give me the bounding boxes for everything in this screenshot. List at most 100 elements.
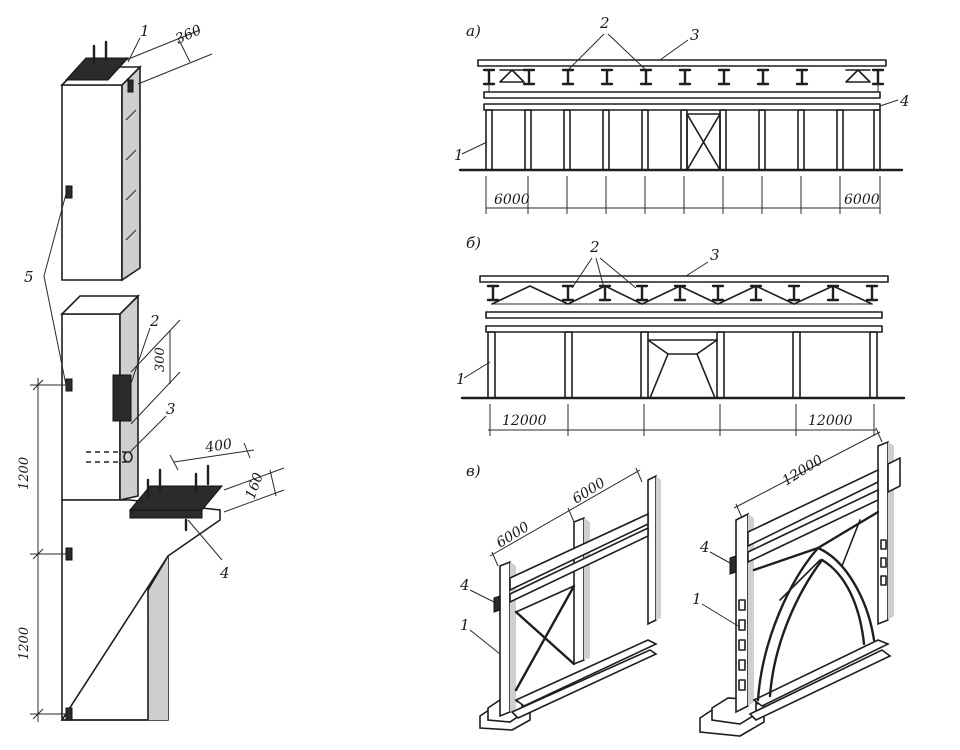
view-c-dim-b: 6000	[570, 475, 609, 507]
view-a-column	[836, 109, 844, 171]
side-embedded-plate	[112, 374, 132, 422]
truss	[491, 285, 569, 305]
ibeam	[865, 284, 879, 302]
view-a-letter: а)	[466, 22, 481, 40]
ibeam	[561, 68, 575, 86]
callout-2-left: 2	[149, 312, 160, 330]
column-opening	[738, 659, 746, 671]
view-c-callout-1a: 1	[460, 616, 470, 634]
callout-4-left: 4	[219, 564, 230, 582]
view-c-callout-1b: 1	[692, 590, 702, 608]
ibeam	[522, 68, 536, 86]
hatch	[125, 229, 137, 241]
portal-strut-2	[816, 510, 880, 550]
ibeam	[673, 284, 687, 302]
view-a-dim-right: 6000	[844, 192, 880, 208]
frame-column-middle-side	[584, 518, 590, 660]
ibeam	[711, 284, 725, 302]
ibeam	[795, 68, 809, 86]
view-c-leader-4a	[469, 589, 495, 603]
ibeam	[482, 68, 496, 86]
frame-base-rail-2	[510, 649, 658, 719]
ibeam	[717, 68, 731, 86]
portal-strut-1	[752, 546, 820, 572]
dim-tick	[32, 548, 44, 560]
portal-arch-right-inner	[820, 558, 866, 646]
view-c-dim-c: 12000	[780, 452, 826, 489]
view-a-column	[524, 109, 532, 171]
view-b-column	[640, 331, 649, 399]
dim-line-plate-top	[125, 29, 201, 61]
view-c-frame-6m: 6000 6000 4 1	[459, 467, 661, 731]
view-b-letter: б)	[466, 234, 481, 252]
view-a-column	[758, 109, 766, 171]
view-b-column	[487, 331, 496, 399]
view-a-end-truss-left	[499, 69, 525, 83]
ibeam	[639, 68, 653, 86]
view-a-column	[563, 109, 571, 171]
frame-beam-mid	[509, 526, 649, 604]
view-b-columns	[487, 331, 878, 399]
dim-bracket-width-label: 160	[243, 471, 267, 502]
view-a-column	[485, 109, 493, 171]
view-a-leader-4	[879, 99, 899, 107]
view-b-portal-left	[647, 339, 669, 399]
leader-3	[129, 415, 167, 453]
view-b-leader-2a	[571, 257, 593, 289]
column-lower-front	[61, 313, 121, 501]
view-b-column	[564, 331, 573, 399]
portal-strut-4	[841, 519, 861, 567]
view-a-leader-1	[461, 141, 488, 155]
column-opening	[880, 539, 887, 550]
hole-opening	[123, 451, 133, 463]
dim-tick-plate-top	[177, 37, 191, 63]
view-a-leader-2a	[567, 33, 605, 71]
view-b-beam-upper	[485, 311, 883, 319]
view-a-callout-3: 3	[690, 26, 700, 44]
frame-column-rear-side	[656, 476, 661, 620]
dim-160-line-1	[223, 467, 285, 491]
leader-5	[43, 193, 67, 386]
leader-4	[187, 519, 223, 561]
ibeam	[756, 68, 770, 86]
frame-column-console	[493, 595, 501, 613]
dim-400-tick-2	[243, 442, 251, 459]
view-c-callout-4a: 4	[459, 576, 470, 594]
frame12-base-rail-2	[748, 649, 892, 721]
ibeam	[598, 284, 612, 302]
frame12-dim-tick	[735, 503, 743, 519]
column-opening	[738, 679, 746, 691]
view-a-columns	[485, 109, 881, 171]
top-embedded-plate	[64, 57, 130, 81]
dim-tick	[32, 379, 44, 391]
top-small-plate	[127, 79, 134, 93]
view-a-beam-lower	[483, 103, 881, 111]
view-a-bracing-frame	[686, 113, 721, 171]
frame12-column-rear	[877, 440, 889, 626]
view-a-column	[873, 109, 881, 171]
view-a-callout-1: 1	[454, 146, 464, 164]
view-a-column	[719, 109, 727, 171]
view-b-leader-2c	[599, 257, 637, 289]
view-a: а)	[454, 14, 910, 214]
dim-side-plate-label: 300	[153, 347, 168, 372]
view-a-leader-2b	[607, 33, 647, 71]
view-c: в)	[459, 427, 901, 737]
view-a-roof-slab	[477, 59, 887, 67]
view-a-column	[797, 109, 805, 171]
view-a-column	[641, 109, 649, 171]
hatch	[125, 189, 137, 201]
ibeam	[826, 284, 840, 302]
ibeam	[635, 284, 649, 302]
bracket-embedded-plate	[128, 485, 224, 511]
frame12-base-rail	[752, 639, 890, 707]
view-a-leader-3	[659, 39, 689, 61]
corbel-outline	[60, 555, 169, 721]
column-detail: 360	[17, 22, 285, 722]
callout-1-left: 1	[140, 22, 150, 40]
view-a-callout-2: 2	[599, 14, 610, 32]
view-b-ibeams	[486, 284, 879, 302]
ibeam	[678, 68, 692, 86]
